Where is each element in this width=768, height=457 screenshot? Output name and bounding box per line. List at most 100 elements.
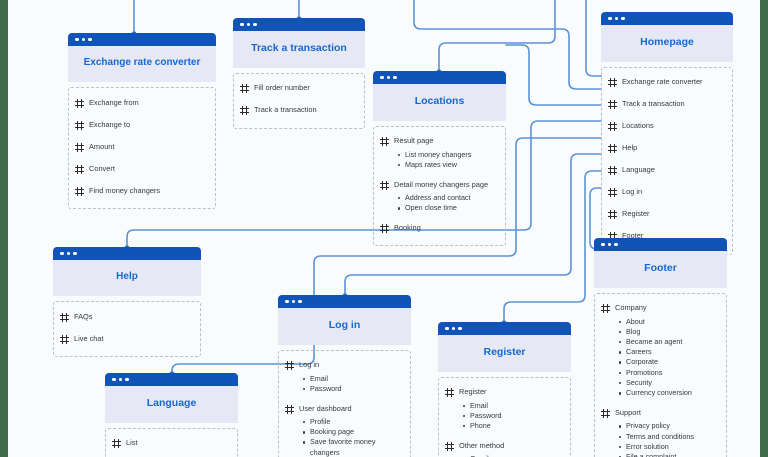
group-row[interactable]: Log in <box>608 185 726 200</box>
sub-list-item[interactable]: File a complaint <box>619 452 720 457</box>
sub-list-item[interactable]: Email <box>463 401 564 411</box>
group-row[interactable]: Track a transaction <box>608 97 726 112</box>
sub-list-item[interactable]: Open close time <box>398 203 499 213</box>
group-row[interactable]: Booking <box>380 220 499 235</box>
sub-list-item[interactable]: Corporate <box>619 357 720 367</box>
group-item[interactable]: Amount <box>75 139 209 154</box>
group-item[interactable]: Track a transaction <box>240 103 358 118</box>
group-label: Result page <box>394 136 434 146</box>
card-title-exchange-rate-converter: Exchange rate converter <box>83 57 201 68</box>
group-item[interactable]: Exchange rate converter <box>608 75 726 90</box>
sub-list-item[interactable]: List money changers <box>398 150 499 160</box>
group-row[interactable]: Footer <box>608 229 726 244</box>
group-item[interactable]: Language <box>608 163 726 178</box>
group-item[interactable]: Find money changers <box>75 183 209 198</box>
group-row[interactable]: FAQs <box>60 309 194 324</box>
group-item[interactable]: Register <box>608 207 726 222</box>
group-row[interactable]: List <box>112 436 231 451</box>
sub-list-item[interactable]: Address and contact <box>398 193 499 203</box>
card-chrome-language <box>105 373 238 386</box>
sub-list-item[interactable]: Profile <box>303 417 404 427</box>
group-label: Help <box>622 143 638 153</box>
group-row[interactable]: Other method <box>445 438 564 453</box>
frame-icon <box>601 408 610 418</box>
sub-list-item[interactable]: Save favorite money changers <box>303 437 404 457</box>
sub-list-item[interactable]: About <box>619 317 720 327</box>
sub-list-item[interactable]: Password <box>463 411 564 421</box>
frame-icon <box>380 137 389 147</box>
group-item[interactable]: Other methodGmailSocial media <box>445 438 564 457</box>
group-item[interactable]: Log in <box>608 185 726 200</box>
sub-list-item[interactable]: Became an agent <box>619 337 720 347</box>
group-item[interactable]: Track a transaction <box>608 97 726 112</box>
sub-list-item[interactable]: Currency conversion <box>619 388 720 398</box>
group-item[interactable]: Locations <box>608 119 726 134</box>
group-label: List <box>126 438 138 448</box>
sub-list-item[interactable]: Gmail <box>463 454 564 457</box>
group-row[interactable]: Language <box>608 163 726 178</box>
group-row[interactable]: Company <box>601 301 720 316</box>
sub-list-item[interactable]: Error solution <box>619 442 720 452</box>
sub-list-item[interactable]: Privacy policy <box>619 421 720 431</box>
group-item[interactable]: Exchange to <box>75 117 209 132</box>
window-dot-2-icon <box>118 377 122 382</box>
sub-list-item[interactable]: Security <box>619 378 720 388</box>
sub-list-item[interactable]: Terms and conditions <box>619 432 720 442</box>
group-row[interactable]: User dashboard <box>285 401 404 416</box>
sub-list-item[interactable]: Careers <box>619 347 720 357</box>
group-row[interactable]: Amount <box>75 139 209 154</box>
frame-icon <box>380 180 389 190</box>
window-dot-2-icon <box>81 37 85 42</box>
sub-list-item[interactable]: Booking page <box>303 427 404 437</box>
sub-list-item[interactable]: Email <box>303 374 404 384</box>
group-row[interactable]: Exchange to <box>75 117 209 132</box>
group-row[interactable]: Exchange rate converter <box>608 75 726 90</box>
group-item[interactable]: Convert <box>75 161 209 176</box>
sub-list-item[interactable]: Blog <box>619 327 720 337</box>
group-item[interactable]: Footer <box>608 229 726 244</box>
group-row[interactable]: Register <box>608 207 726 222</box>
sub-list-item[interactable]: Phone <box>463 421 564 431</box>
group-item[interactable]: Exchange from <box>75 95 209 110</box>
sub-list-item[interactable]: Promotions <box>619 368 720 378</box>
group-row[interactable]: Detail money changers page <box>380 177 499 192</box>
sub-list-item[interactable]: Password <box>303 384 404 394</box>
sub-list-item[interactable]: Maps rates view <box>398 160 499 170</box>
group-row[interactable]: Exchange from <box>75 95 209 110</box>
group-row[interactable]: Log in <box>285 358 404 373</box>
group-row[interactable]: Help <box>608 141 726 156</box>
group-row[interactable]: Find money changers <box>75 183 209 198</box>
group-row[interactable]: Live chat <box>60 331 194 346</box>
group-row[interactable]: Result page <box>380 134 499 149</box>
group-item[interactable]: Live chat <box>60 331 194 346</box>
group-row[interactable]: Fill order number <box>240 81 358 96</box>
group-row[interactable]: Support <box>601 405 720 420</box>
group-item[interactable]: List <box>112 436 231 451</box>
group-item[interactable]: Help <box>608 141 726 156</box>
group-row[interactable]: Register <box>445 385 564 400</box>
group-item[interactable]: FAQs <box>60 309 194 324</box>
group-row[interactable]: Locations <box>608 119 726 134</box>
group-item[interactable]: Fill order number <box>240 81 358 96</box>
group-item[interactable]: Booking <box>380 220 499 235</box>
group-row[interactable]: Convert <box>75 161 209 176</box>
group-row[interactable]: Track a transaction <box>240 103 358 118</box>
